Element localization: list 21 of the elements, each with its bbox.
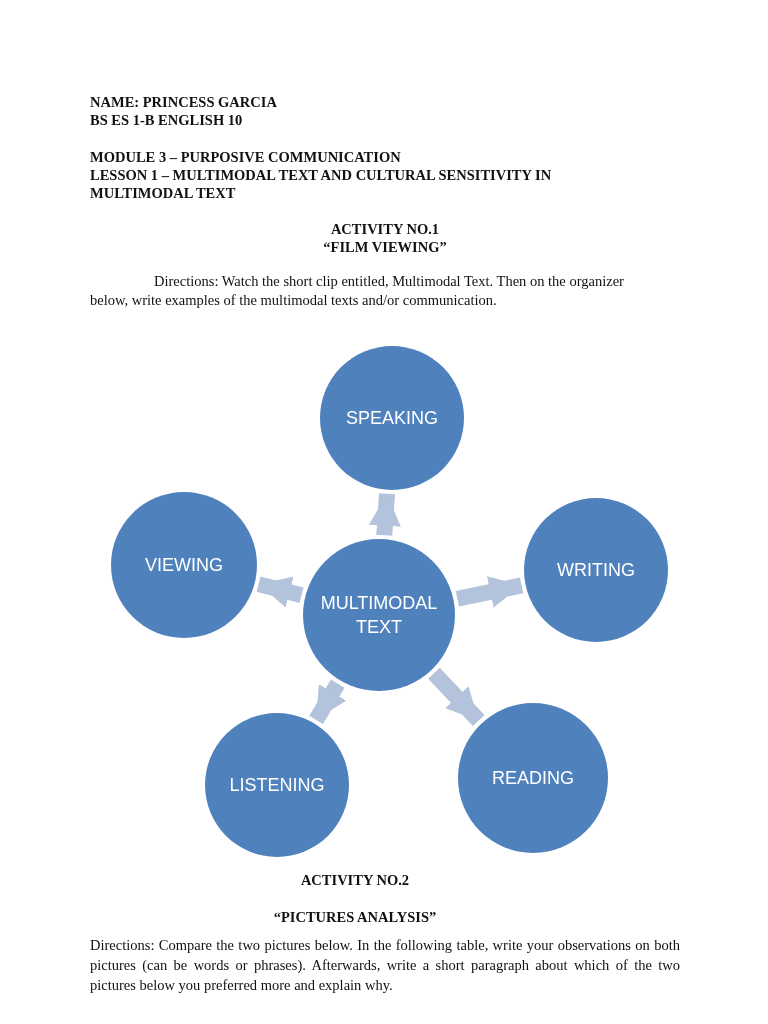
heading-text: BS ES 1-B ENGLISH 10 (90, 111, 244, 129)
heading-text: ACTIVITY NO.2 (299, 871, 411, 889)
heading-text: LESSON 1 – MULTIMODAL TEXT AND CULTURAL SENSITIVITY IN MULTIMODAL TEXT (90, 166, 553, 202)
heading-text: “FILM VIEWING” (322, 238, 448, 256)
heading-text: ACTIVITY NO.1 (329, 220, 441, 238)
block-arrow (455, 576, 524, 608)
circle-label: VIEWING (145, 554, 223, 577)
body-text: Directions: Compare the two pictures below. In the following table, write your observations on both pictures (can be words or phrases). Afterwards, write a short paragraph about which of the two pictures below you preferred more and explain why. (90, 936, 680, 995)
circle-label: LISTENING (229, 774, 325, 797)
block-arrow (309, 679, 347, 724)
block-arrow (428, 667, 485, 727)
circle-label: SPEAKING (345, 407, 439, 430)
heading-text: “PICTURES ANALYSIS” (272, 908, 438, 926)
heading-text: MODULE 3 – PURPOSIVE COMMUNICATION (90, 148, 402, 166)
body-text: Directions: Watch the short clip entitled, Multimodal Text. Then on the organizer below, write examples of the multimodal texts and/or communication. (90, 272, 625, 310)
circle-label: MULTIMODAL TEXT (319, 592, 439, 639)
circle-label: READING (492, 767, 574, 790)
circle-label: WRITING (557, 559, 635, 582)
block-arrow (368, 493, 401, 536)
heading-text: NAME: PRINCESS GARCIA (90, 93, 278, 111)
block-arrow (256, 576, 304, 608)
